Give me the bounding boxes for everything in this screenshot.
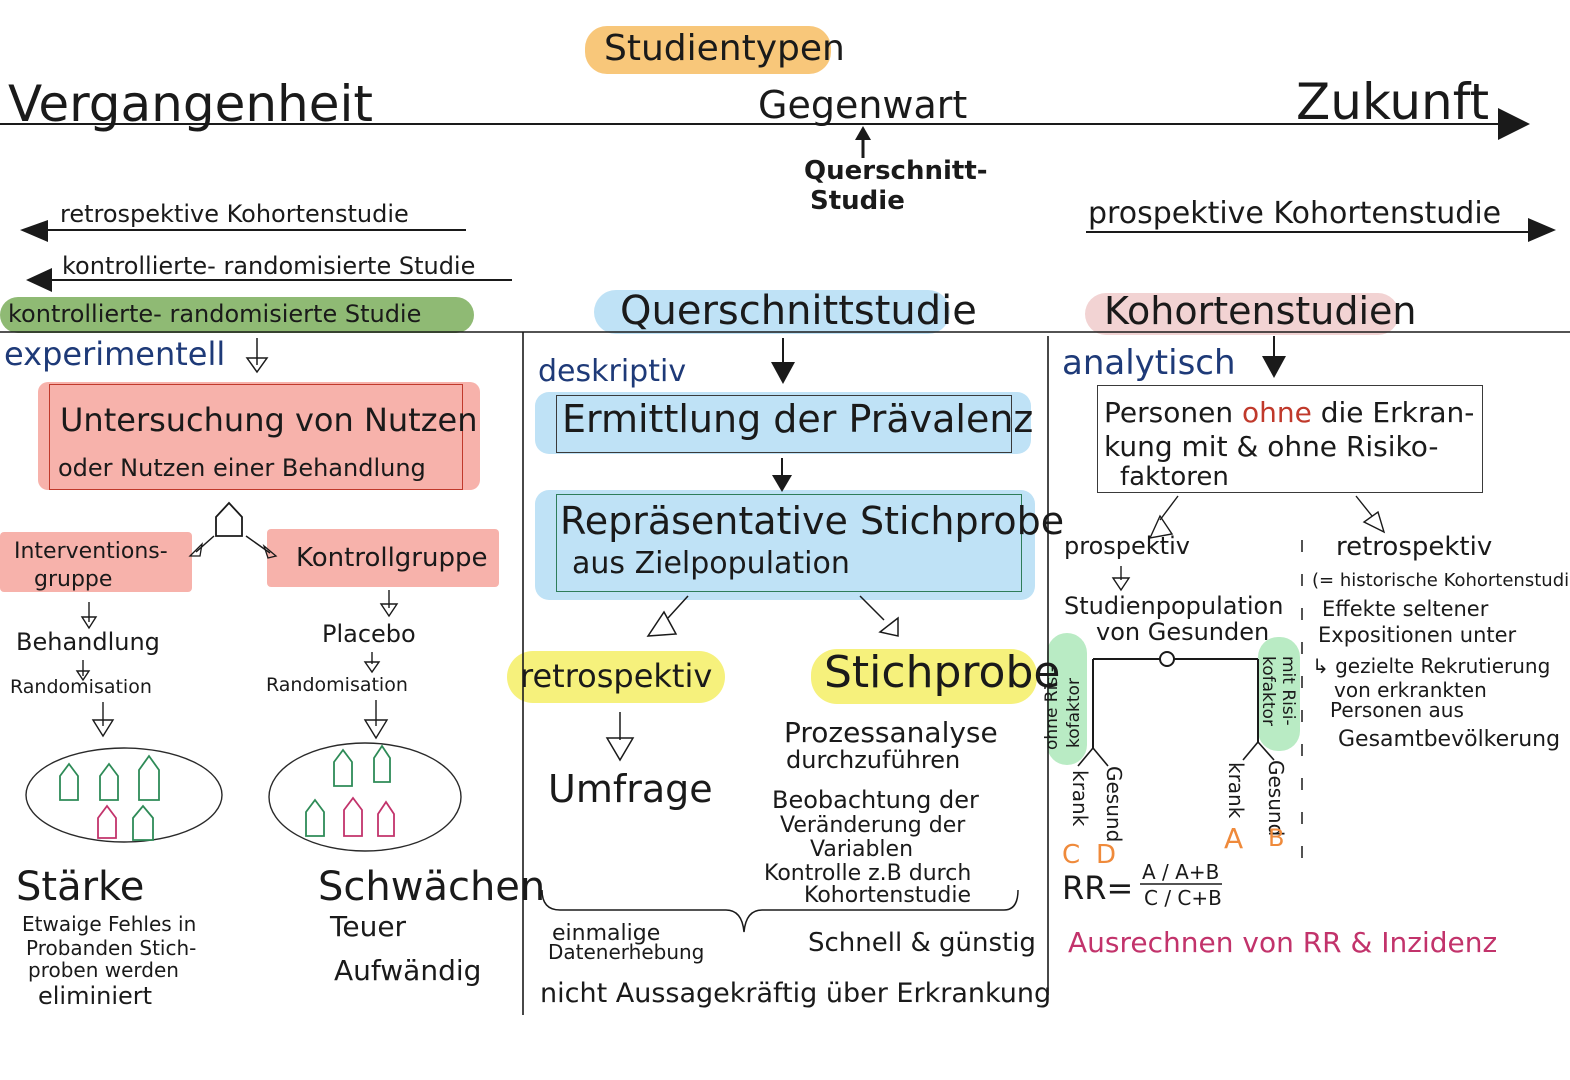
strength-line-4: eliminiert [38,982,153,1010]
label-survey: Umfrage [548,767,713,811]
cohort-box-line-3: faktoren [1120,462,1229,492]
rct-box-line-2: oder Nutzen einer Behandlung [58,454,426,482]
strength-title: Stärke [16,864,145,910]
prevalence-highlight [535,392,1031,454]
rct-purpose-box [49,384,463,490]
letter-c: C [1062,840,1081,870]
population-line-2: von Gesunden [1096,618,1270,646]
label-sample: Stichprobe [824,647,1061,698]
sample-box [556,494,1022,592]
retro-detail-2: Effekte seltener [1322,597,1489,621]
cohort-heading-highlight [1085,293,1399,335]
risk-factor-1: mit Risi- [1278,656,1298,726]
label-retro-cohort: retrospektiv [1336,532,1493,562]
intervention-group-2: gruppe [34,567,113,592]
rr-numerator: A / A+B [1142,860,1220,884]
label-future: Zukunft [1296,73,1490,131]
retro-detail-6: Personen aus [1330,698,1464,722]
heading-cohort: Kohortenstudien [1104,289,1417,333]
heading-rct: kontrollierte- randomisierte Studie [8,300,422,328]
once-line-1: einmalige [552,921,661,946]
cohort-box [1097,385,1483,493]
label-sick-right: krank [1224,762,1248,819]
retro-detail-7: Gesamtbevölkerung [1338,727,1561,752]
heading-cross-sectional: Querschnittstudie [620,288,977,334]
risk-factor-2: kofaktor [1258,656,1278,726]
timeline-retro-cohort: retrospektive Kohortenstudie [60,200,409,228]
step-randomisation-2: Randomisation [266,674,408,696]
sample-detail-7: Kohortenstudie [804,883,971,908]
label-sick-left: krank [1068,770,1092,827]
no-risk-highlight [1047,633,1087,765]
cohort-box-line-2: kung mit & ohne Risiko- [1104,430,1439,463]
sample-box-line-1: Repräsentative Stichprobe [560,499,1065,543]
page-title: Studientypen [604,28,845,69]
sample-detail-1: Prozessanalyse [784,716,998,749]
rct-box-line-1: Untersuchung von Nutzen [60,401,478,439]
cohort-box-line-1c: die Erkran- [1311,396,1475,429]
rct-box-highlight [38,382,480,490]
risk-highlight [1258,637,1300,751]
sample-detail-2: durchzuführen [786,746,961,774]
label-experimental: experimentell [4,335,226,373]
sample-box-highlight [535,490,1035,600]
step-treatment: Behandlung [16,628,160,656]
letter-a: A [1224,822,1244,855]
prevalence-text: Ermittlung der Prävalenz [562,397,1034,441]
retro-detail-3: Expositionen unter [1318,623,1517,647]
rr-denominator: C / C+B [1144,886,1222,910]
letter-d: D [1096,840,1117,870]
retro-highlight [507,651,725,703]
sample-detail-4: Veränderung der [780,813,966,838]
retro-detail-5: von erkrankten [1334,678,1487,702]
once-line-2: Datenerhebung [548,940,705,964]
cohort-box-line-1a: Personen [1104,396,1242,429]
not-meaningful: nicht Aussagekräftig über Erkrankung [540,978,1052,1009]
sample-detail-3: Beobachtung der [772,786,979,814]
timeline-rct: kontrollierte- randomisierte Studie [62,252,476,280]
sample-box-line-2: aus Zielpopulation [572,546,850,581]
sample-highlight [811,649,1037,704]
timeline-prosp-cohort: prospektive Kohortenstudie [1088,196,1502,231]
cohort-box-line-1: Personen ohne die Erkran- [1104,398,1474,427]
population-line-1: Studienpopulation [1064,592,1284,620]
rr-label: RR= [1062,869,1134,907]
no-risk-factor-2: kofaktor [1064,678,1084,748]
label-prospective: prospektiv [1064,532,1190,560]
weakness-2: Aufwändig [334,954,482,987]
rct-heading-highlight [0,297,474,333]
control-highlight [267,529,499,587]
step-placebo: Placebo [322,620,416,648]
no-risk-factor-1: ohne Risi- [1042,665,1062,750]
sample-detail-6: Kontrolle z.B durch [764,861,972,886]
label-retrospective: retrospektiv [520,657,713,695]
weakness-title: Schwächen [318,864,546,910]
weakness-1: Teuer [330,910,407,943]
calc-rr-incidence: Ausrechnen von RR & Inzidenz [1068,926,1498,959]
letter-b: B [1268,824,1285,852]
sample-detail-5: Variablen [810,837,914,862]
retro-detail-1: (= historische Kohortenstudie) [1312,570,1570,591]
intervention-highlight [0,532,192,592]
title-highlight [585,26,831,74]
label-present: Gegenwart [758,83,968,127]
cross-sectional-marker-2: Studie [810,186,905,216]
prevalence-box [556,395,1012,453]
cross-sectional-marker-1: Querschnitt- [804,156,988,186]
strength-line-1: Etwaige Fehles in [22,912,197,936]
label-analytic: analytisch [1062,343,1236,383]
strength-line-2: Probanden Stich- [26,936,197,960]
label-healthy-left: Gesund [1102,766,1126,843]
cross-heading-highlight [594,290,950,334]
label-past: Vergangenheit [8,75,373,133]
fast-cheap: Schnell & günstig [808,928,1036,958]
label-descriptive: deskriptiv [538,354,687,389]
step-randomisation-1: Randomisation [10,676,152,698]
retro-detail-4: ↳ gezielte Rekrutierung [1312,654,1551,678]
cohort-box-without: ohne [1241,396,1312,429]
strength-line-3: proben werden [28,958,179,982]
control-group: Kontrollgruppe [296,543,488,573]
intervention-group-1: Interventions- [14,539,168,564]
